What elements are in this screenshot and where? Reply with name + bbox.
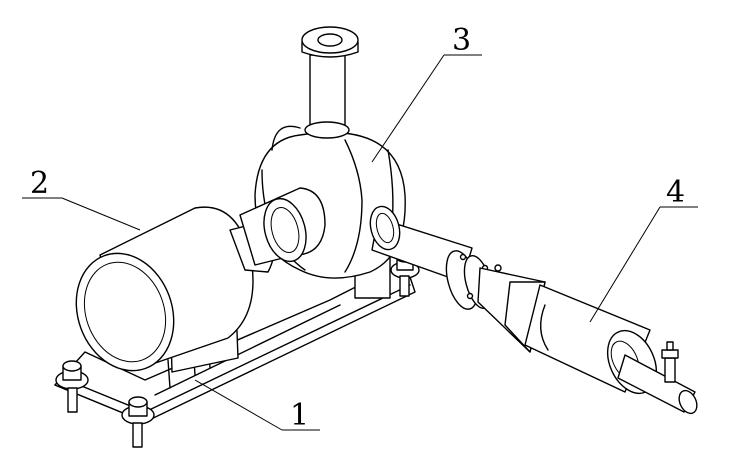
callout-4: 4 bbox=[589, 175, 698, 323]
foot-bolt-left bbox=[55, 360, 89, 413]
motor bbox=[75, 187, 326, 373]
label-4: 4 bbox=[666, 175, 685, 210]
top-outlet-pipe bbox=[301, 26, 359, 139]
label-3: 3 bbox=[452, 23, 471, 58]
callout-3: 3 bbox=[371, 23, 482, 163]
label-2: 2 bbox=[30, 166, 49, 201]
label-1: 1 bbox=[290, 398, 309, 433]
callout-1: 1 bbox=[194, 379, 320, 433]
callout-2: 2 bbox=[22, 166, 141, 231]
valve-fitting bbox=[661, 341, 679, 383]
foot-bolt-front bbox=[121, 396, 155, 448]
